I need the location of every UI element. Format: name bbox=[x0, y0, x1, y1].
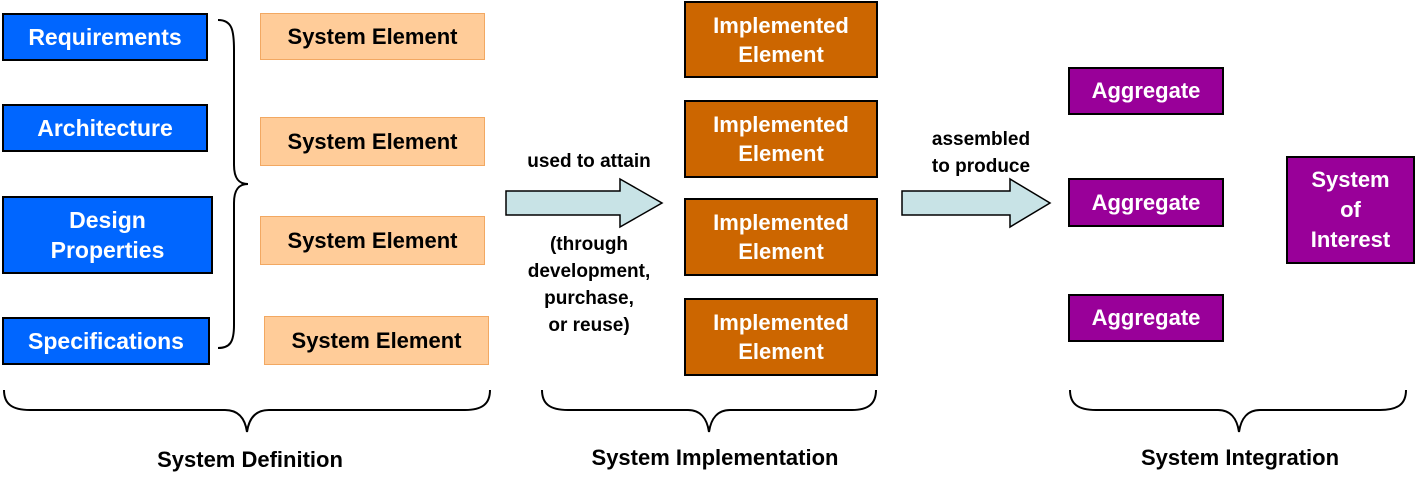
arrow-assembled bbox=[901, 177, 1052, 229]
implementation-brace bbox=[541, 389, 877, 433]
system-element-box: System Element bbox=[264, 316, 489, 365]
system-definition-caption: System Definition bbox=[157, 447, 343, 472]
arrow-used-to-attain bbox=[505, 177, 664, 229]
assembled-to-produce-label: assembled to produce bbox=[931, 129, 1031, 177]
integration-brace bbox=[1069, 389, 1407, 433]
implemented-element-box: Implemented Element bbox=[684, 1, 878, 78]
system-of-interest-box: System of Interest bbox=[1286, 156, 1415, 264]
system-integration-caption: System Integration bbox=[1140, 445, 1340, 470]
implemented-element-box: Implemented Element bbox=[684, 198, 878, 276]
through-development-label: (through development, purchase, or reuse… bbox=[527, 234, 651, 336]
used-to-attain-label: used to attain bbox=[527, 151, 651, 172]
implemented-element-box: Implemented Element bbox=[684, 100, 878, 178]
system-element-box: System Element bbox=[260, 13, 485, 60]
specifications-box: Specifications bbox=[2, 317, 210, 365]
aggregate-box: Aggregate bbox=[1068, 67, 1224, 115]
system-element-box: System Element bbox=[260, 216, 485, 265]
requirements-box: Requirements bbox=[2, 13, 208, 61]
inputs-brace bbox=[217, 19, 249, 349]
architecture-box: Architecture bbox=[2, 104, 208, 152]
implemented-element-box: Implemented Element bbox=[684, 298, 878, 376]
aggregate-box: Aggregate bbox=[1068, 294, 1224, 342]
aggregate-box: Aggregate bbox=[1068, 178, 1224, 227]
system-implementation-caption: System Implementation bbox=[591, 445, 839, 470]
design-properties-box: Design Properties bbox=[2, 196, 213, 274]
system-element-box: System Element bbox=[260, 117, 485, 166]
definition-brace bbox=[3, 389, 491, 433]
